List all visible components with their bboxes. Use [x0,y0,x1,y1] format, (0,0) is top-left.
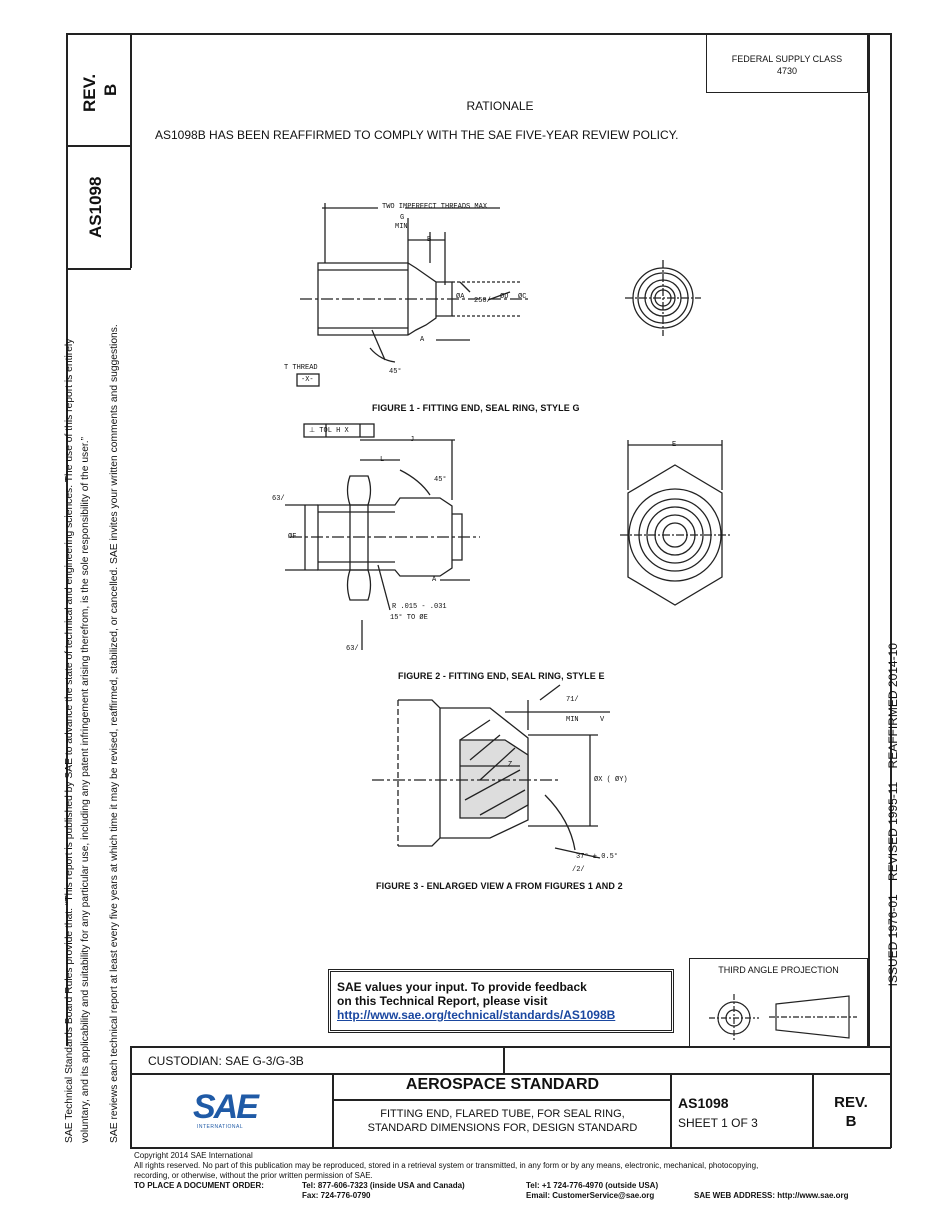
fig1-two-threads: TWO IMPERFECT THREADS MAX [382,203,488,211]
fig2-r63b: 63/ [346,645,359,653]
fig1-g: G [400,214,405,222]
feedback-line1: SAE values your input. To provide feedba… [337,980,587,994]
feedback-box: SAE values your input. To provide feedba… [328,969,674,1033]
title-sep-std [332,1099,671,1101]
fig2-dia-f: ØF [288,533,297,541]
fig1-dia-d: ØD [500,293,509,301]
fig1-45deg: 45° [389,368,402,376]
title-v1 [503,1046,505,1074]
fax: Fax: 724-776-0790 [302,1191,371,1200]
title-v2 [332,1073,334,1148]
custodian: CUSTODIAN: SAE G-3/G-3B [148,1054,304,1068]
figure1-caption: FIGURE 1 - FITTING END, SEAL RING, STYLE… [372,403,580,413]
sae-logo-mark: SAE [193,1088,259,1126]
copyright-line: Copyright 2014 SAE International [134,1151,253,1160]
tel-us: Tel: 877-606-7323 (inside USA and Canada… [302,1181,465,1190]
title-doc-number: AS1098 [678,1095,729,1111]
frame-right-inner [868,33,870,1047]
rationale-title: RATIONALE [466,99,534,113]
title-top [130,1046,891,1048]
figure2-end-view [620,440,730,606]
fig1-a: A [420,336,425,344]
federal-supply-value: 4730 [776,66,798,76]
feedback-line2: on this Technical Report, please visit [337,994,548,1008]
fig1-b: B [427,236,432,244]
tel-intl: Tel: +1 724-776-4970 (outside USA) [526,1181,659,1190]
feedback-link[interactable]: http://www.sae.org/technical/standards/A… [337,1008,616,1022]
fig1-dia-a: ØA [456,293,465,301]
fig1-val250: 250/ [474,297,491,305]
fig2-radius: R .015 - .031 [392,603,447,611]
fig1-t-thread: T THREAD [284,364,318,372]
rationale-text: AS1098B HAS BEEN REAFFIRMED TO COMPLY WI… [155,128,679,142]
title-bottom [130,1147,891,1149]
fig3-r72: /2/ [572,866,585,874]
sheet-number: SHEET 1 OF 3 [678,1116,758,1130]
document-title-line1: FITTING END, FLARED TUBE, FOR SEAL RING, [380,1108,625,1120]
fig2-a: A [432,576,437,584]
left-col-divider [130,33,132,268]
title-v3 [670,1073,672,1148]
fig2-l: L [380,456,385,464]
fig1-min: MIN [395,223,408,231]
sae-logo-sub: INTERNATIONAL [197,1124,244,1130]
rights-line2: recording, or otherwise, without the pri… [134,1171,373,1180]
rights-line1: All rights reserved. No part of this pub… [134,1161,759,1170]
title-rev-value: B [845,1113,857,1130]
figure2-side-view [285,423,480,650]
fig3-dia-x: ØX ( ØY) [594,776,628,784]
fig2-45deg: 45° [434,476,447,484]
title-rev-label: REV. [834,1094,868,1111]
frame-right-outer [890,33,892,1148]
title-revision: REV. B [813,1093,889,1131]
document-type: AEROSPACE STANDARD [405,1076,600,1093]
document-title-line2: STANDARD DIMENSIONS FOR, DESIGN STANDARD [367,1122,638,1134]
sae-logo: SAE INTERNATIONAL [193,1088,259,1130]
frame-left [66,33,68,1046]
title-mid [130,1073,891,1075]
fig3-v: V [600,716,605,724]
left-col-sep2 [66,268,131,270]
left-col-sep1 [66,145,131,147]
federal-supply-class-box: FEDERAL SUPPLY CLASS 4730 [706,35,868,93]
fig2-e: E [672,441,677,449]
email[interactable]: Email: CustomerService@sae.org [526,1191,655,1200]
fig2-r63a: 63/ [272,495,285,503]
figure1-side-view [296,203,530,387]
federal-supply-label: FEDERAL SUPPLY CLASS [731,54,843,64]
technical-drawings [285,203,730,859]
fig3-z: Z [508,761,513,769]
figure3-enlarged-view [372,684,610,859]
order-label: TO PLACE A DOCUMENT ORDER: [134,1181,264,1190]
third-angle-projection-symbol [709,994,857,1042]
figure2-caption: FIGURE 2 - FITTING END, SEAL RING, STYLE… [398,671,605,681]
third-angle-projection-box: THIRD ANGLE PROJECTION [689,958,868,1047]
title-left [130,1046,132,1148]
fig2-j: J [410,436,415,444]
web-address[interactable]: SAE WEB ADDRESS: http://www.sae.org [694,1191,849,1200]
fig3-r71: 71/ [566,696,579,704]
fig2-tol-box: ⊥ TOL H X [309,427,349,435]
fig3-angle37: 37° ± 0.5° [576,853,619,861]
title-v4 [812,1073,814,1148]
document-title: FITTING END, FLARED TUBE, FOR SEAL RING,… [334,1107,671,1135]
frame-top [66,33,891,35]
figure3-caption: FIGURE 3 - ENLARGED VIEW A FROM FIGURES … [376,881,623,891]
footer: Copyright 2014 SAE International All rig… [134,1151,894,1201]
third-angle-label: THIRD ANGLE PROJECTION [718,965,839,975]
fig3-min: MIN [566,716,579,724]
figure1-end-view [625,260,701,336]
fig2-15deg: 15° TO ØE [390,614,428,622]
fig1-dia-c: ØC [518,293,527,301]
fig1-x-box: -X- [301,376,314,384]
